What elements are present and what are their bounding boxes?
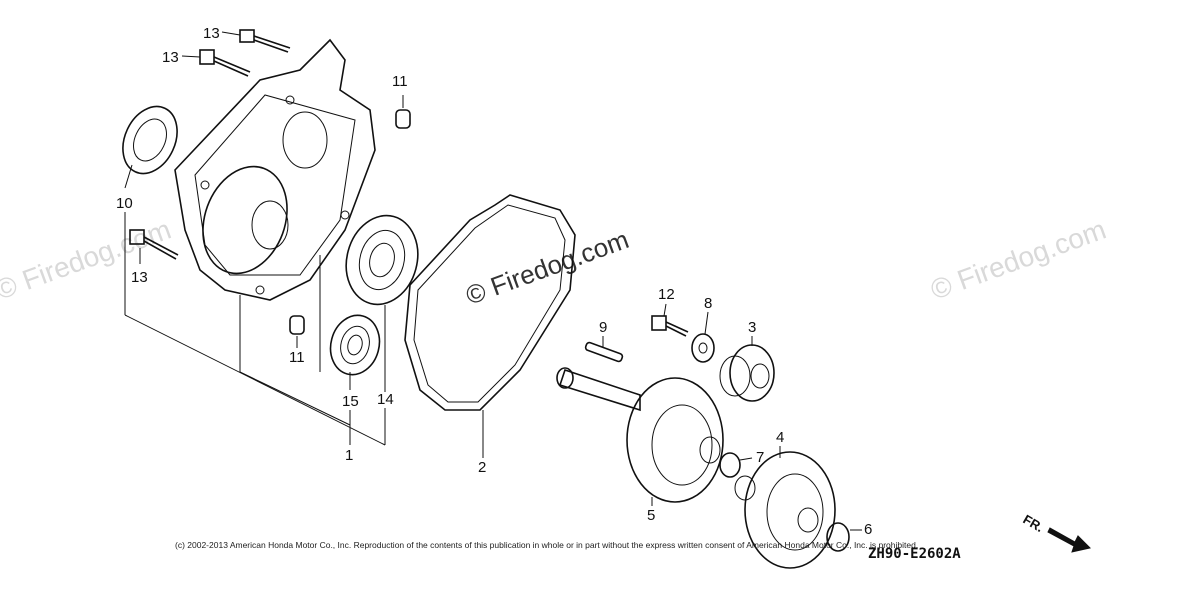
callout-13a: 13 [203,25,220,42]
callout-13c: 13 [131,269,148,286]
flange-bolt-shaft [651,315,689,337]
watermark-center: © Firedog.com [462,224,633,311]
circlip-seven [719,452,741,478]
callout-3: 3 [748,319,756,336]
callout-1: 1 [345,447,353,464]
callout-11b: 11 [289,349,305,366]
callout-5: 5 [647,507,655,524]
leader-lines [124,31,862,531]
callout-10: 10 [116,195,133,212]
callout-4: 4 [776,429,784,446]
flange-bolt-middle [199,49,251,77]
callout-2: 2 [478,459,486,476]
washer [691,333,715,363]
copyright-notice: (c) 2002-2013 American Honda Motor Co., … [175,540,918,550]
direction-label: FR. [1021,512,1047,535]
circlip-six [826,522,850,552]
callout-12: 12 [658,286,675,303]
woodruff-key [584,341,624,363]
flange-bolt-lower [129,229,179,260]
callout-15: 15 [342,393,359,410]
callout-7: 7 [756,449,764,466]
flange-bolt-top [239,29,291,53]
callout-13b: 13 [162,49,179,66]
callout-14: 14 [377,391,394,408]
countershaft-gear [734,451,836,569]
gasket [404,194,576,411]
gear-case-cover [174,38,376,301]
dowel-pin-lower [289,315,305,335]
watermark-right: © Firedog.com [926,214,1110,306]
diagram-code: ZH90-E2602A [868,546,961,562]
oil-seal [122,105,178,175]
ball-bearing-large [345,214,419,306]
callout-9: 9 [599,319,607,336]
watermark-left: © Firedog.com [0,214,175,306]
callout-6: 6 [864,521,872,538]
callout-8: 8 [704,295,712,312]
dowel-pin-upper [395,109,411,129]
callout-11a: 11 [392,73,408,90]
front-direction-arrow-icon: FR. [1021,512,1091,553]
pinion-gear [719,344,775,402]
ball-bearing-small [329,314,381,376]
shaft-gear [556,367,724,503]
